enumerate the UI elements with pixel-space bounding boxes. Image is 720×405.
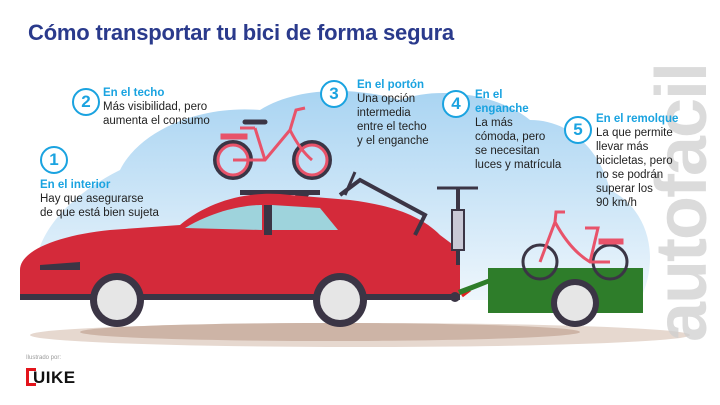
number-badge: 4 [442, 90, 470, 118]
number-badge: 2 [72, 88, 100, 116]
tip-body-line: aumenta el consumo [103, 115, 210, 127]
tip-body-line: intermedia [357, 107, 411, 119]
illustrated-by-label: Ilustrado por: [26, 355, 62, 361]
tip-body-line: bicicletas, pero [596, 155, 673, 167]
number-badge: 5 [564, 116, 592, 144]
tip-title: En el portón [357, 79, 425, 91]
roof-rack [240, 190, 320, 195]
hitch-bike [437, 186, 478, 265]
tip-body-line: 90 km/h [596, 197, 637, 209]
tip-body-line: luces y matrícula [475, 159, 562, 171]
page-title: Cómo transportar tu bici de forma segura [28, 20, 454, 45]
tip-body-line: no se podrán [596, 169, 664, 181]
tip-body-line: de que está bien sujeta [40, 207, 159, 219]
tip-title: enganche [475, 103, 529, 115]
trailer-bike [521, 210, 629, 281]
tip-body-line: se necesitan [475, 145, 540, 157]
tip-body-line: La que permite [596, 127, 673, 139]
trailer [458, 268, 643, 327]
roof-bike [213, 106, 332, 180]
tip-title: En el techo [103, 87, 165, 99]
tip-title: En el interior [40, 179, 111, 191]
tip-body-line: y el enganche [357, 135, 429, 147]
tip-title: En el [475, 89, 503, 101]
tip-body-line: Hay que asegurarse [40, 193, 144, 205]
tip-body-line: Una opción [357, 93, 416, 105]
tow-hitch [450, 292, 460, 302]
tip-body-line: superar los [596, 183, 653, 195]
car-wheel-rear [313, 273, 367, 327]
tailgate-bike [338, 171, 428, 236]
luike-logo: UIKE [26, 367, 76, 387]
tip-body-line: cómoda, pero [475, 131, 546, 143]
number-badge: 1 [40, 146, 68, 174]
tip-body-line: entre el techo [357, 121, 427, 133]
number-badge: 3 [320, 80, 348, 108]
tip-body-line: llevar más [596, 141, 649, 153]
logo-bracket-icon [26, 367, 36, 386]
car-body [20, 193, 460, 300]
car-wheel-front [90, 273, 144, 327]
tip-body-line: Más visibilidad, pero [103, 101, 208, 113]
tip-title: En el remolque [596, 113, 679, 125]
logo-text: UIKE [33, 368, 76, 387]
tip-body-line: La más [475, 117, 513, 129]
